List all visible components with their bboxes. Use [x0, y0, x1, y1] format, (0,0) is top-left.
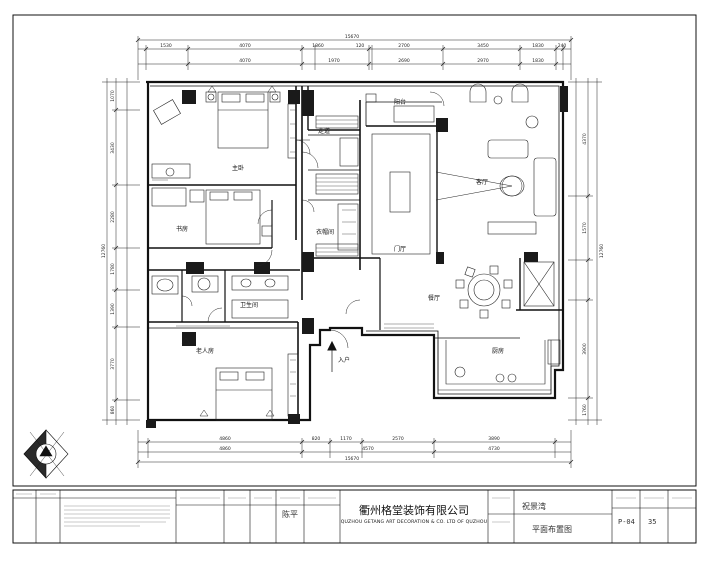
dim-right: 4370 — [582, 133, 588, 145]
room-label-balcony: 阳台 — [394, 98, 406, 106]
dim-top: 1860 — [312, 43, 324, 49]
dim-left-total: 12760 — [101, 244, 107, 258]
room-label-kitchen: 厨房 — [492, 347, 504, 355]
dim-bottom2: 4860 — [219, 446, 231, 452]
dim-top: 1530 — [160, 43, 172, 49]
dim-left: 3770 — [110, 358, 116, 370]
dim-bottom: 820 — [312, 436, 321, 442]
structural-columns — [146, 86, 568, 428]
dim-right: 1570 — [582, 222, 588, 234]
room-label-dining: 餐厅 — [428, 294, 440, 302]
north-compass-icon — [23, 429, 69, 479]
dim-top2: 1970 — [328, 58, 340, 64]
room-label-hall: 门厅 — [394, 245, 406, 253]
dim-top: 2700 — [398, 43, 410, 49]
company-name-en: QUZHOU GETANG ART DECORATION & CO. LTD O… — [341, 519, 488, 525]
title-block-grid — [13, 490, 696, 543]
dim-top: 1830 — [532, 43, 544, 49]
walls — [146, 80, 565, 422]
room-label-master: 主卧 — [232, 164, 244, 172]
designer-signature: 陈平 — [282, 509, 298, 519]
dim-bottom: 1170 — [340, 436, 352, 442]
dim-top: 240 — [558, 43, 567, 49]
company-name-cn: 衢州格堂装饰有限公司 — [359, 503, 469, 517]
dimension-texts: 15670 1530 4070 1860 120 2700 3450 1830 … — [101, 34, 605, 462]
room-label-elder: 老人房 — [196, 347, 214, 355]
dim-left: 1390 — [110, 303, 116, 315]
dim-top2: 1830 — [532, 58, 544, 64]
sheet-number: P-04 — [618, 518, 635, 526]
dining-table-icon — [467, 273, 501, 307]
dim-right-total: 12760 — [599, 244, 605, 258]
dim-bottom-total: 15670 — [345, 456, 359, 462]
dim-left: 860 — [110, 406, 116, 415]
room-labels: 主卧 书房 卫生间 老人房 走道 衣帽间 阳台 门厅 客厅 餐厅 厨房 入户 — [176, 98, 504, 364]
dim-bottom: 2570 — [392, 436, 404, 442]
dim-top2: 4070 — [239, 58, 251, 64]
master-bed-icon — [217, 91, 269, 149]
dim-top: 4070 — [239, 43, 251, 49]
dim-right: 1760 — [582, 404, 588, 416]
sheet-ref: 35 — [648, 518, 656, 526]
dim-right: 3900 — [582, 343, 588, 355]
notes-text-block — [16, 493, 692, 527]
room-label-living: 客厅 — [476, 178, 488, 186]
dim-top2: 2970 — [477, 58, 489, 64]
hatched-cabinets — [152, 109, 434, 397]
sheet-title: 平面布置图 — [532, 524, 572, 534]
dim-top: 120 — [356, 43, 365, 49]
entry-arrow-icon — [327, 340, 337, 372]
dim-bottom2: 4570 — [362, 446, 374, 452]
elder-bed-icon — [215, 367, 273, 421]
dim-top-total: 15670 — [345, 34, 359, 40]
dimension-ticks — [113, 37, 591, 465]
dim-top: 3450 — [477, 43, 489, 49]
room-label-cloak: 衣帽间 — [316, 228, 334, 236]
armchair-icon — [153, 99, 181, 125]
dim-bottom: 4860 — [219, 436, 231, 442]
dim-bottom2: 4730 — [488, 446, 500, 452]
dim-left: 2280 — [110, 211, 116, 223]
title-block-border — [12, 489, 697, 544]
door-swings — [181, 91, 445, 349]
sofa-icon — [487, 139, 529, 159]
project-name: 祝景湾 — [522, 501, 546, 511]
dim-bottom: 3890 — [488, 436, 500, 442]
drawing-border — [12, 14, 697, 487]
dim-left: 1070 — [110, 90, 116, 102]
dim-left: 3430 — [110, 142, 116, 154]
room-label-wc: 卫生间 — [240, 301, 258, 309]
view-indicators — [181, 85, 523, 417]
room-label-entry: 入户 — [338, 356, 350, 364]
dim-top2: 2690 — [398, 58, 410, 64]
dim-left: 1780 — [110, 263, 116, 275]
dimension-lines — [102, 36, 602, 468]
room-label-corridor: 走道 — [318, 127, 330, 135]
room-label-study: 书房 — [176, 225, 188, 233]
